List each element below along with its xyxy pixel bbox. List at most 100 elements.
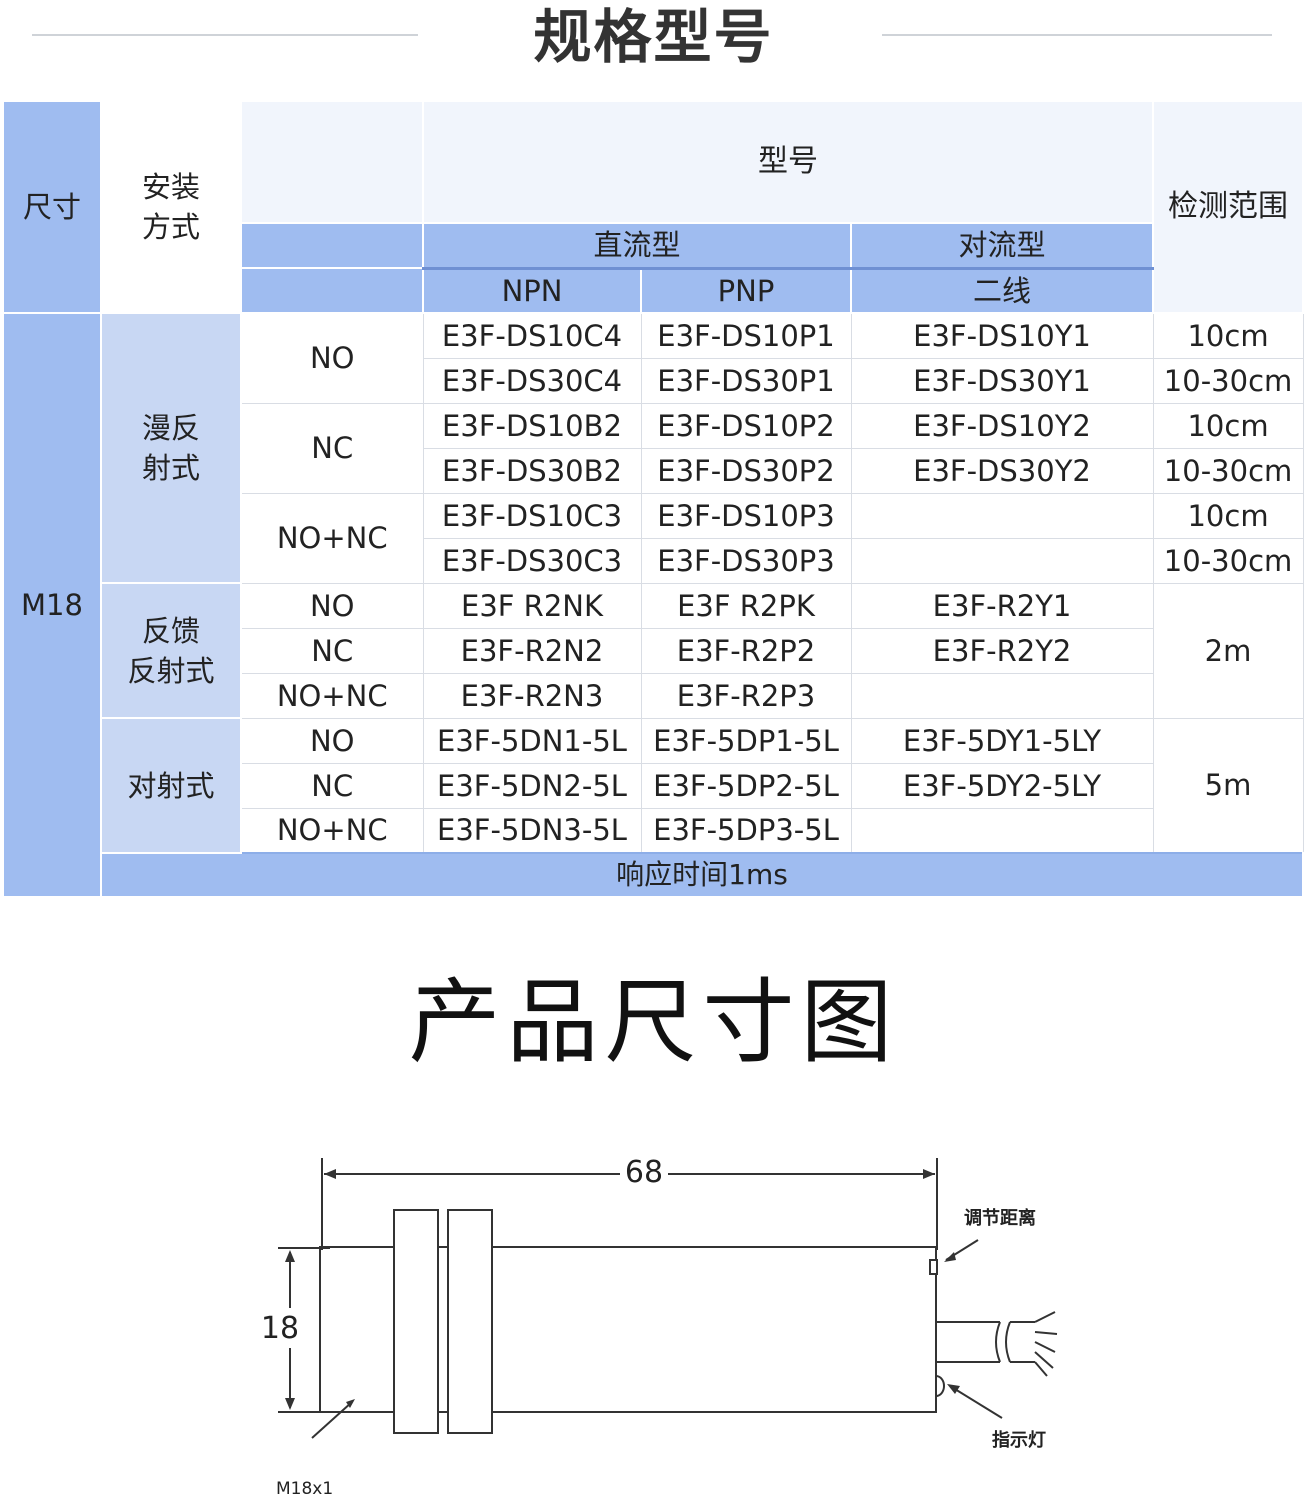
diameter-label: 18 [261,1311,299,1346]
npn-cell: E3F-DS30C4 [422,357,642,404]
indicator-label: 指示灯 [992,1429,1046,1451]
two-wire-cell: E3F-R2Y2 [850,627,1154,674]
range-cell: 5m [1152,717,1304,854]
cable-break-1 [995,1321,1001,1363]
range-cell: 10-30cm [1152,537,1304,584]
two-wire-cell [850,807,1154,854]
header-two-wire: 二线 [849,267,1155,314]
output-cell: NC [240,402,424,494]
arrow-indicator [947,1384,960,1394]
header-dc: 直流型 [422,222,852,270]
npn-cell: E3F-R2N3 [422,672,642,719]
npn-cell: E3F-DS30C3 [422,537,642,584]
output-cell: NO [240,717,424,764]
two-wire-cell: E3F-DS10Y1 [850,312,1154,359]
header-blank-2 [240,222,424,269]
output-cell: NO+NC [240,672,424,719]
mount-nut-1 [393,1209,439,1434]
npn-cell: E3F-5DN1-5L [422,717,642,764]
sensor-body [319,1246,937,1413]
npn-cell: E3F-DS10C4 [422,312,642,359]
arrow-down [285,1398,295,1410]
npn-cell: E3F-DS30B2 [422,447,642,494]
two-wire-cell [850,492,1154,539]
output-cell: NO+NC [240,807,424,854]
pnp-cell: E3F-R2P2 [640,627,852,674]
mount-text: 漫反射式 [141,411,200,485]
output-cell: NC [240,627,424,674]
two-wire-cell: E3F-DS30Y1 [850,357,1154,404]
pnp-cell: E3F-DS30P3 [640,537,852,584]
adjust-knob [929,1259,938,1275]
length-label: 68 [625,1155,663,1190]
size-cell: M18 [2,312,102,898]
npn-cell: E3F-DS10B2 [422,402,642,449]
header-pnp: PNP [640,267,852,314]
adjust-label: 调节距离 [964,1207,1036,1229]
two-wire-cell [850,672,1154,719]
npn-cell: E3F-R2N2 [422,627,642,674]
pnp-cell: E3F R2PK [640,582,852,629]
mount-text-line: 反射式 [127,653,215,688]
indicator-lamp [935,1375,945,1397]
two-wire-cell [850,537,1154,584]
pnp-cell: E3F-R2P3 [640,672,852,719]
dimension-section-title: 产品尺寸图 [408,969,899,1076]
arrow-thread [346,1399,355,1408]
npn-cell: E3F-DS10C3 [422,492,642,539]
mount-text: 反馈反射式 [121,611,221,691]
response-time-footer: 响应时间1ms [99,852,1305,898]
arrow-adjust [944,1252,956,1262]
header-ac: 对流型 [849,222,1155,270]
header-range: 检测范围 [1152,100,1305,314]
title-rule-right [882,34,1272,36]
range-cell: 2m [1152,582,1304,719]
mount-cell: 对射式 [100,717,242,854]
pnp-cell: E3F-5DP2-5L [640,762,852,809]
range-cell: 10-30cm [1152,447,1304,494]
leader-thread [311,1401,353,1439]
cable-break-2 [1005,1321,1011,1363]
two-wire-cell: E3F-DS10Y2 [850,402,1154,449]
output-cell: NO+NC [240,492,424,584]
mount-nut-2 [447,1209,493,1434]
pnp-cell: E3F-DS10P2 [640,402,852,449]
range-cell: 10cm [1152,492,1304,539]
mount-text-line: 反馈 [141,613,200,648]
output-cell: NO [240,312,424,404]
header-model: 型号 [421,100,1155,224]
mount-cell: 漫反射式 [100,312,242,584]
mount-cell: 反馈反射式 [100,582,242,719]
pnp-cell: E3F-5DP3-5L [640,807,852,854]
two-wire-cell: E3F-5DY2-5LY [850,762,1154,809]
thread-label: M18x1 [276,1479,333,1499]
two-wire-cell: E3F-DS30Y2 [850,447,1154,494]
pnp-cell: E3F-5DP1-5L [640,717,852,764]
header-blank [240,100,424,224]
spec-section-title: 规格型号 [533,3,774,71]
dimension-drawing: 68 18 调节距离 指示灯 M18x1 [261,1155,1058,1499]
spec-table: 尺寸 安装方式 型号 检测范围 直流型 对流型 NPN PNP 二线 M18 漫… [2,100,1305,898]
npn-cell: E3F R2NK [422,582,642,629]
header-blank-3 [240,267,424,314]
output-cell: NC [240,762,424,809]
npn-cell: E3F-5DN2-5L [422,762,642,809]
arrow-right [923,1169,935,1179]
range-cell: 10-30cm [1152,357,1304,404]
title-rule-left [32,34,418,36]
pnp-cell: E3F-DS30P1 [640,357,852,404]
pnp-cell: E3F-DS10P3 [640,492,852,539]
output-cell: NO [240,582,424,629]
header-size: 尺寸 [2,100,102,314]
two-wire-cell: E3F-R2Y1 [850,582,1154,629]
cable-wires [1034,1311,1058,1377]
range-cell: 10cm [1152,402,1304,449]
two-wire-cell: E3F-5DY1-5LY [850,717,1154,764]
pnp-cell: E3F-DS30P2 [640,447,852,494]
npn-cell: E3F-5DN3-5L [422,807,642,854]
range-cell: 10cm [1152,312,1304,359]
pnp-cell: E3F-DS10P1 [640,312,852,359]
header-npn: NPN [422,267,642,314]
header-mount-text: 安装方式 [141,170,200,244]
arrow-up [285,1250,295,1262]
